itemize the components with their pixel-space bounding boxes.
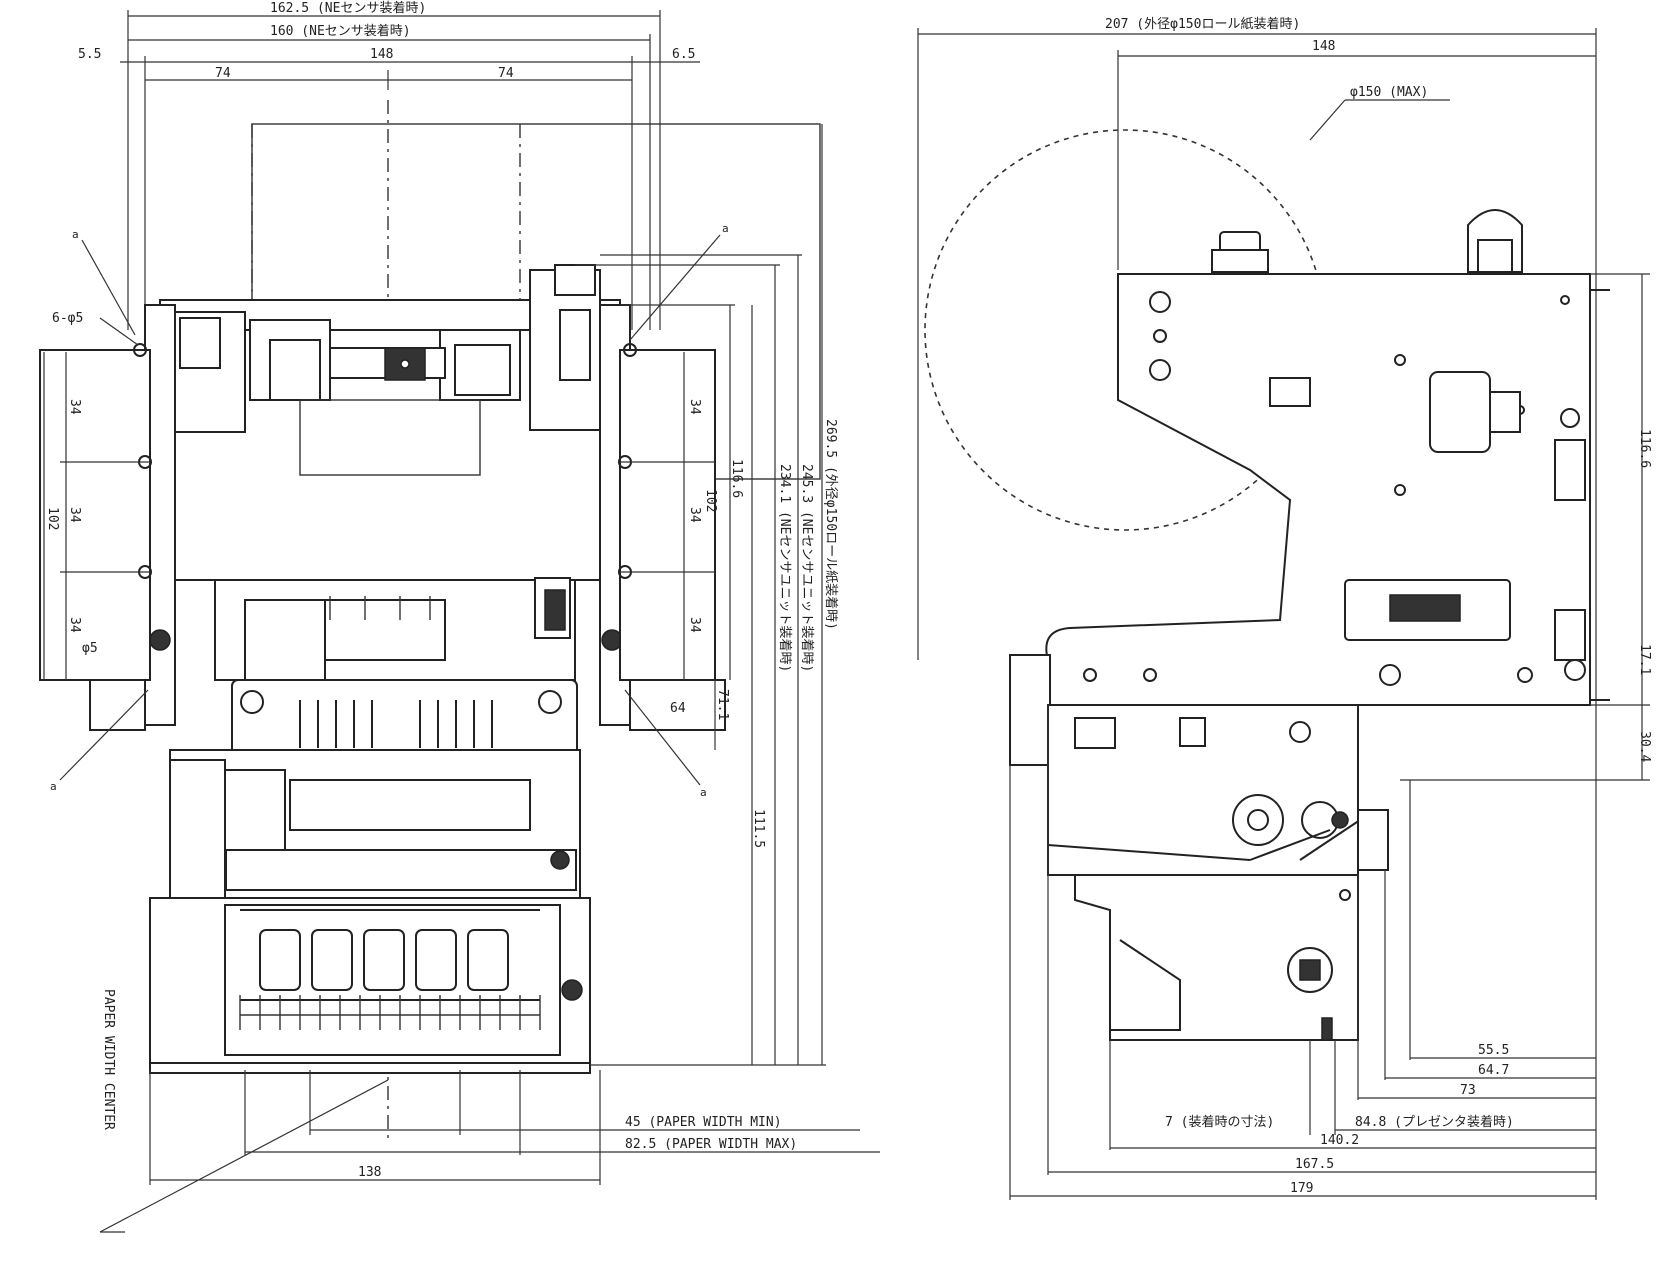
dim-hole-label-lower: φ5: [82, 641, 98, 656]
dim-overall-width: 162.5 (NEセンサ装着時): [270, 0, 426, 16]
side-dim-inner: 148: [1312, 39, 1335, 54]
side-dim-7: 7 (装着時の寸法): [1165, 1114, 1274, 1130]
cover-screw-left: [240, 690, 264, 714]
side-dim-73: 73: [1460, 1083, 1476, 1098]
marker-a-bottom-left: a: [50, 780, 57, 793]
side-dim-height-upper: 116.6: [1637, 429, 1652, 468]
dim-right-pitch-3: 34: [687, 617, 702, 633]
side-cam-block: [1429, 371, 1491, 453]
side-dim-height-mid: 17.1: [1637, 644, 1652, 675]
side-dim-179: 179: [1290, 1181, 1313, 1196]
mount-holes: [133, 343, 637, 579]
presenter-knob: [561, 979, 583, 1001]
dim-left-pitch-3: 34: [67, 617, 82, 633]
side-dim-height-lower: 30.4: [1637, 731, 1652, 762]
dim-height-102: 102: [703, 489, 718, 512]
dim-tall-3: 234.1 (NEセンサユニット装着時): [777, 464, 793, 672]
cover-slots: [299, 700, 493, 748]
side-gear-large: [1232, 794, 1284, 846]
presenter-grille: [240, 909, 540, 1016]
front-view: 162.5 (NEセンサ装着時) 160 (NEセンサ装着時) 5.5 6.5 …: [39, 0, 880, 1233]
side-view: 207 (外径φ150ロール紙装着時) 148 φ150 (MAX): [917, 16, 1652, 1200]
front-top-dimensions: 162.5 (NEセンサ装着時) 160 (NEセンサ装着時) 5.5 6.5 …: [78, 0, 700, 330]
side-dim-64: 64.7: [1478, 1063, 1509, 1078]
dim-tall-1: 269.5 (外径φ150ロール紙装着時): [823, 419, 839, 630]
dim-right-pitch-2: 34: [687, 507, 702, 523]
dim-right-offset: 6.5: [672, 47, 695, 62]
marker-a-top-right: a: [722, 222, 729, 235]
dim-half-right: 74: [498, 66, 514, 81]
cover-screw-right: [538, 690, 562, 714]
side-dim-overall: 207 (外径φ150ロール紙装着時): [1105, 16, 1300, 32]
dim-tall-2: 245.3 (NEセンサユニット装着時): [799, 464, 815, 672]
dim-left-total-pitch: 102: [45, 507, 60, 530]
side-dim-84: 84.8 (プレゼンタ装着時): [1355, 1114, 1514, 1130]
dim-right-pitch-1: 34: [687, 399, 702, 415]
left-mount-bracket: [39, 349, 151, 681]
dim-sensor-width: 160 (NEセンサ装着時): [270, 23, 411, 39]
marker-a-top-left: a: [72, 228, 79, 241]
right-mount-bracket: [619, 349, 716, 681]
dim-half-left: 74: [215, 66, 231, 81]
dim-right-small-64: 64: [670, 701, 686, 716]
dim-inner-width: 148: [370, 47, 393, 62]
marker-a-bottom-right: a: [700, 786, 707, 799]
dim-height-116: 116.6: [729, 459, 744, 498]
dim-height-71: 71.1: [715, 689, 730, 720]
dim-left-pitch-1: 34: [67, 399, 82, 415]
dim-left-pitch-2: 34: [67, 507, 82, 523]
side-presenter-block: [1074, 874, 1359, 1041]
side-left-foot: [1009, 654, 1051, 766]
side-dim-167: 167.5: [1295, 1157, 1334, 1172]
dim-paper-max: 82.5 (PAPER WIDTH MAX): [625, 1137, 797, 1152]
dim-height-111: 111.5: [751, 809, 766, 848]
dim-paper-min: 45 (PAPER WIDTH MIN): [625, 1115, 782, 1130]
paper-width-center-label: PAPER WIDTH CENTER: [101, 989, 116, 1130]
dim-hole-label: 6-φ5: [52, 311, 83, 326]
presenter-comb: [239, 995, 541, 1030]
side-dim-140: 140.2: [1320, 1133, 1359, 1148]
dim-left-offset: 5.5: [78, 47, 101, 62]
side-dim-55: 55.5: [1478, 1043, 1509, 1058]
side-presenter-knob: [1287, 947, 1333, 993]
side-dim-roll-diameter: φ150 (MAX): [1350, 85, 1428, 100]
side-plate-holes: [1083, 291, 1586, 686]
dim-base-width: 138: [358, 1165, 381, 1180]
